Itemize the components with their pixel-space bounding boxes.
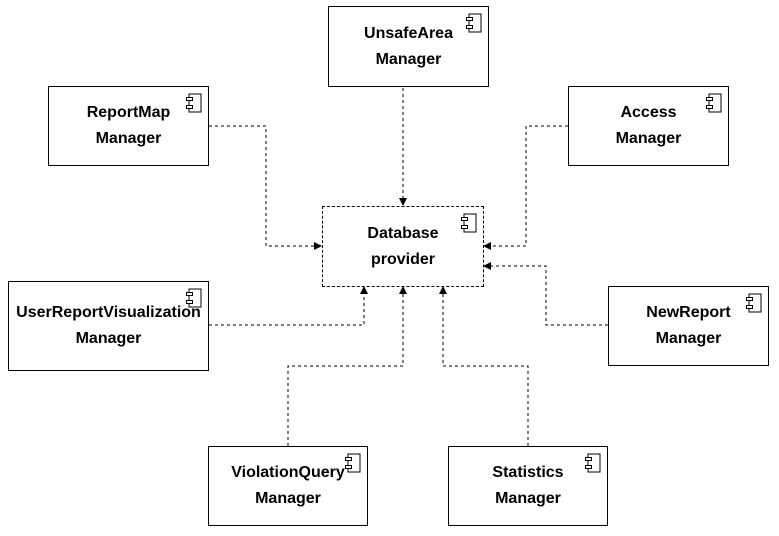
component-icon xyxy=(466,13,482,33)
component-label: UserReportVisualization Manager xyxy=(16,304,201,347)
component-reportmap-manager[interactable]: ReportMap Manager xyxy=(48,86,209,166)
connector-userreportvis-database xyxy=(209,286,368,326)
component-label: ReportMap Manager xyxy=(86,104,171,147)
component-icon xyxy=(345,453,361,473)
component-violationquery-manager[interactable]: ViolationQuery Manager xyxy=(208,446,368,526)
component-statistics-manager[interactable]: Statistics Manager xyxy=(448,446,608,526)
component-newreport-manager[interactable]: NewReport Manager xyxy=(608,286,769,366)
component-label: Database provider xyxy=(367,224,439,268)
connector-violationquery-database xyxy=(287,286,407,446)
component-unsafe-area-manager[interactable]: UnsafeArea Manager xyxy=(328,6,489,87)
component-userreportvisualization-manager[interactable]: UserReportVisualization Manager xyxy=(8,281,209,371)
component-icon xyxy=(746,293,762,313)
connector-statistics-database xyxy=(439,286,529,446)
connector-reportmap-database xyxy=(209,125,322,250)
component-label: UnsafeArea Manager xyxy=(364,24,453,68)
connector-access-database xyxy=(483,125,568,250)
component-icon xyxy=(186,288,202,308)
component-label: ViolationQuery Manager xyxy=(231,464,345,507)
component-icon xyxy=(461,213,477,233)
component-access-manager[interactable]: Access Manager xyxy=(568,86,729,166)
component-database-provider[interactable]: Database provider xyxy=(322,206,484,287)
component-label: Statistics Manager xyxy=(492,464,564,507)
component-label: Access Manager xyxy=(615,104,682,147)
component-icon xyxy=(186,93,202,113)
component-icon xyxy=(706,93,722,113)
component-label: NewReport Manager xyxy=(646,304,731,347)
component-icon xyxy=(585,453,601,473)
connector-newreport-database xyxy=(483,262,608,326)
